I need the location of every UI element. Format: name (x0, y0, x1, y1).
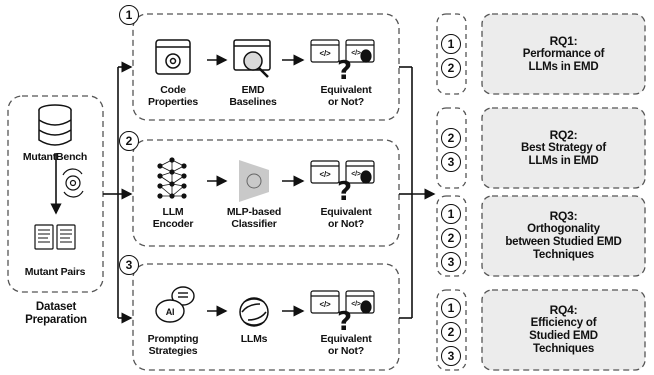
question-mark: ? (337, 177, 353, 207)
rq4-strategy-1: 1 (441, 298, 461, 318)
rq2-id: RQ2: (549, 127, 578, 142)
rq1-strategy-2: 2 (441, 58, 461, 78)
prompting-strategies-label: Prompting Strategies (147, 333, 199, 357)
rq3-id: RQ3: (549, 209, 578, 223)
question-mark: ? (337, 307, 353, 337)
row3-number: 3 (119, 255, 139, 275)
dataset-preparation-caption: Dataset Preparation (25, 301, 87, 326)
rq1-strategy-1: 1 (441, 34, 461, 54)
question-mark: ? (337, 56, 353, 86)
code-tag-icon: </> (351, 171, 361, 178)
rq2-description: Best Strategy of LLMs in EMD (521, 141, 606, 167)
rq3-box (481, 195, 646, 277)
merge-connector (399, 66, 436, 319)
rq3-strategy-3: 3 (441, 252, 461, 272)
llms-label: LLMs (240, 333, 268, 345)
equivalent-label: Equivalent or Not? (320, 84, 372, 108)
rq1-description: Performance of LLMs in EMD (522, 47, 605, 73)
rq1-text: RQ1: Performance of LLMs in EMD (484, 16, 643, 92)
equivalent-icons (310, 39, 375, 314)
fanout-connector (103, 61, 133, 324)
rq3-strategy-2: 2 (441, 228, 461, 248)
code-properties-icon (155, 39, 191, 75)
rq3-description: Orthogonality between Studied EMD Techni… (505, 223, 622, 261)
code-tag-icon: </> (351, 50, 361, 57)
llm-encoder-label: LLM Encoder (152, 206, 194, 230)
prompting-icon (155, 286, 195, 323)
rq3-strategy-box (436, 195, 467, 277)
code-properties-label: Code Properties (148, 84, 198, 108)
code-tag-icon: </> (319, 300, 331, 309)
database-icon (38, 104, 72, 146)
rq3-text: RQ3: Orthogonality between Studied EMD T… (484, 198, 643, 274)
rq2-strategy-2: 3 (441, 152, 461, 172)
rq1-strategy-box (436, 13, 467, 95)
row2-number: 2 (119, 131, 139, 151)
rq4-box (481, 289, 646, 371)
rq4-strategy-3: 3 (441, 346, 461, 366)
mutant-pairs-icon (34, 224, 76, 250)
llm-logo-icon (239, 297, 269, 327)
rq4-id: RQ4: (549, 303, 578, 317)
ai-label: AI (165, 307, 175, 317)
mlp-classifier-icon (239, 160, 269, 202)
rq4-strategy-box (436, 289, 467, 371)
rq2-strategy-box (436, 107, 467, 189)
emd-baselines-icon (233, 39, 271, 78)
mutant-pairs-label: Mutant Pairs (24, 266, 86, 278)
code-tag-icon: </> (319, 170, 331, 179)
rq2-strategy-1: 2 (441, 128, 461, 148)
rq1-box (481, 13, 646, 95)
llm-encoder-icon (157, 157, 187, 199)
rq4-strategy-2: 2 (441, 322, 461, 342)
equivalent-label: Equivalent or Not? (320, 206, 372, 230)
row-arrows (207, 54, 305, 317)
rq4-text: RQ4: Efficiency of Studied EMD Technique… (484, 292, 643, 368)
rq1-id: RQ1: (549, 33, 578, 48)
mlp-classifier-label: MLP-based Classifier (226, 206, 282, 230)
equivalent-label: Equivalent or Not? (320, 333, 372, 357)
rq2-text: RQ2: Best Strategy of LLMs in EMD (484, 110, 643, 186)
mutantbench-label: MutantBench (22, 151, 88, 163)
rq4-description: Efficiency of Studied EMD Techniques (529, 317, 598, 355)
code-tag-icon: </> (351, 301, 361, 308)
rq3-strategy-1: 1 (441, 204, 461, 224)
code-tag-icon: </> (319, 49, 331, 58)
rq2-box (481, 107, 646, 189)
emd-baselines-label: EMD Baselines (229, 84, 277, 108)
refresh-gear-icon (62, 168, 84, 198)
row1-number: 1 (119, 5, 139, 25)
